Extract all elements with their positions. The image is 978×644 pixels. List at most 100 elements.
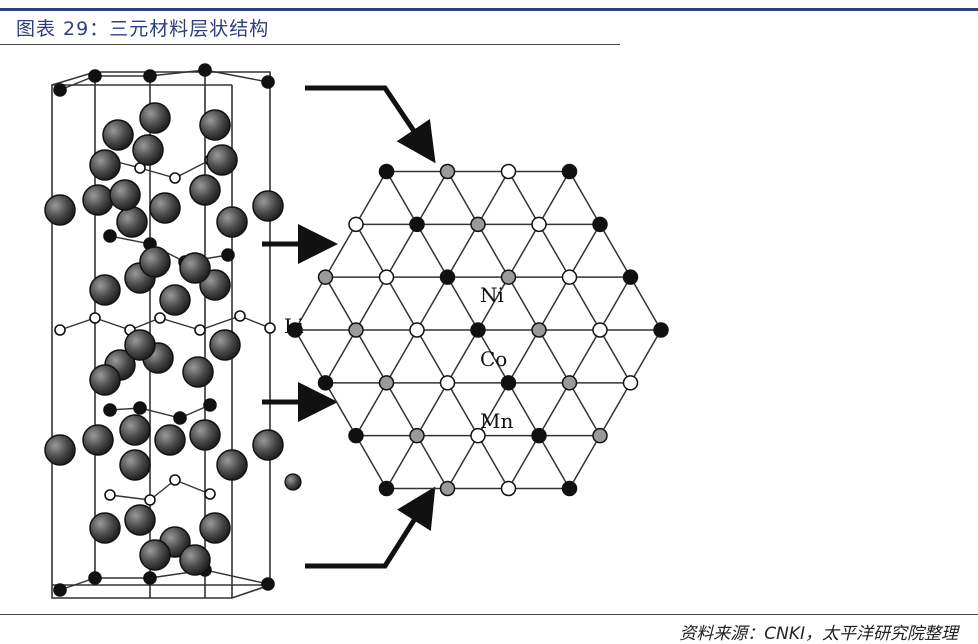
lattice-atom-tm (199, 109, 231, 141)
lattice-atom-tm (89, 364, 121, 396)
lattice-atom-small (54, 324, 66, 336)
co-atom (500, 163, 517, 180)
lattice-atom-small (89, 312, 101, 324)
label-ni: Ni (480, 283, 504, 307)
mn-atom (470, 216, 486, 233)
hexagonal-layer (287, 163, 669, 497)
mn-atom (500, 269, 517, 285)
mn-atom (561, 375, 578, 391)
ni-atom (531, 427, 547, 444)
lattice-atom-small (103, 403, 117, 417)
lattice-atom-tm (119, 449, 151, 481)
lattice-atom-tm (139, 539, 171, 571)
lattice-atom-tm (119, 414, 151, 446)
mn-atom (317, 269, 334, 285)
co-atom (531, 216, 547, 233)
lattice-atom-small (143, 571, 157, 585)
bottom-rule (0, 614, 978, 615)
co-atom (378, 269, 395, 285)
ni-atom (317, 375, 334, 391)
lattice-atom-tm (139, 102, 171, 134)
lattice-atom-small (53, 583, 67, 597)
lattice-atom-tm (199, 512, 231, 544)
lattice-atom-tm (216, 449, 248, 481)
ni-atom (561, 480, 578, 497)
lattice-atom-tm (159, 284, 191, 316)
ni-atom (378, 163, 395, 180)
lattice-atom-tm (252, 190, 284, 222)
co-atom (409, 322, 425, 338)
arrows (262, 85, 436, 569)
lattice-atom-small (144, 494, 156, 506)
lattice-atom-small (88, 571, 102, 585)
lattice-atom-tm (82, 184, 114, 216)
lattice-atom-small (104, 489, 116, 501)
lattice-atom-small (173, 411, 187, 425)
lattice-atom-tm (124, 504, 156, 536)
lattice-atom-small (261, 577, 275, 591)
lattice-atom-tm (139, 246, 171, 278)
lattice-atom-small (143, 69, 157, 83)
mn-atom (439, 480, 456, 497)
lattice-atom-tm (284, 473, 302, 491)
co-atom (622, 375, 639, 391)
ni-atom (287, 322, 303, 338)
lattice-atom-tm (189, 174, 221, 206)
lattice-atom-tm (149, 192, 181, 224)
lattice-atom-tm (44, 194, 76, 226)
lattice-atom-small (133, 401, 147, 415)
lattice-atom-tm (179, 544, 211, 576)
lattice-atom-small (203, 398, 217, 412)
mn-atom (592, 427, 608, 444)
lattice-atom-small (234, 310, 246, 322)
lattice-atom-tm (216, 206, 248, 238)
lattice-atom-tm (102, 119, 134, 151)
lattice-atom-small (53, 83, 67, 97)
co-atom (348, 216, 364, 233)
co-atom (470, 427, 486, 444)
mn-atom (348, 322, 364, 338)
lattice-atom-small (169, 474, 181, 486)
label-li: Li (284, 314, 304, 338)
ni-atom (348, 427, 364, 444)
mn-atom (439, 163, 456, 180)
top-rule (0, 8, 978, 11)
lattice-atom-tm (189, 419, 221, 451)
ni-atom (378, 480, 395, 497)
lattice-atom-small (221, 248, 235, 262)
co-atom (592, 322, 608, 338)
lattice-atom-small (204, 488, 216, 500)
ni-atom (500, 375, 517, 391)
ni-atom (439, 269, 456, 285)
lattice-atom-tm (209, 329, 241, 361)
mn-atom (378, 375, 395, 391)
lattice-atom-small (261, 75, 275, 89)
lattice-atom-small (198, 63, 212, 77)
co-atom (439, 375, 456, 391)
lattice-atom-tm (124, 329, 156, 361)
ni-atom (622, 269, 639, 285)
co-atom (500, 480, 517, 497)
lattice-atom-small (88, 69, 102, 83)
title-divider (0, 44, 620, 45)
label-co: Co (480, 347, 507, 371)
lattice-atom-tm (89, 512, 121, 544)
lattice-atom-tm (182, 356, 214, 388)
lattice-atom-tm (109, 179, 141, 211)
ni-atom (653, 322, 669, 338)
lattice-atom-tm (206, 144, 238, 176)
ni-atom (561, 163, 578, 180)
lattice-atom-tm (89, 149, 121, 181)
lattice-atom-tm (44, 434, 76, 466)
lattice-atom-small (103, 229, 117, 243)
lattice-atom-small (169, 172, 181, 184)
co-atom (561, 269, 578, 285)
mn-atom (409, 427, 425, 444)
source-note: 资料来源：CNKI，太平洋研究院整理 (679, 624, 958, 644)
layered-structure-diagram: Li Ni Co Mn (44, 63, 669, 599)
lattice-atom-small (154, 312, 166, 324)
ni-atom (409, 216, 425, 233)
lattice-atom-tm (252, 429, 284, 461)
figure-title: 图表 29：三元材料层状结构 (16, 18, 270, 40)
lattice-atom-small (194, 324, 206, 336)
